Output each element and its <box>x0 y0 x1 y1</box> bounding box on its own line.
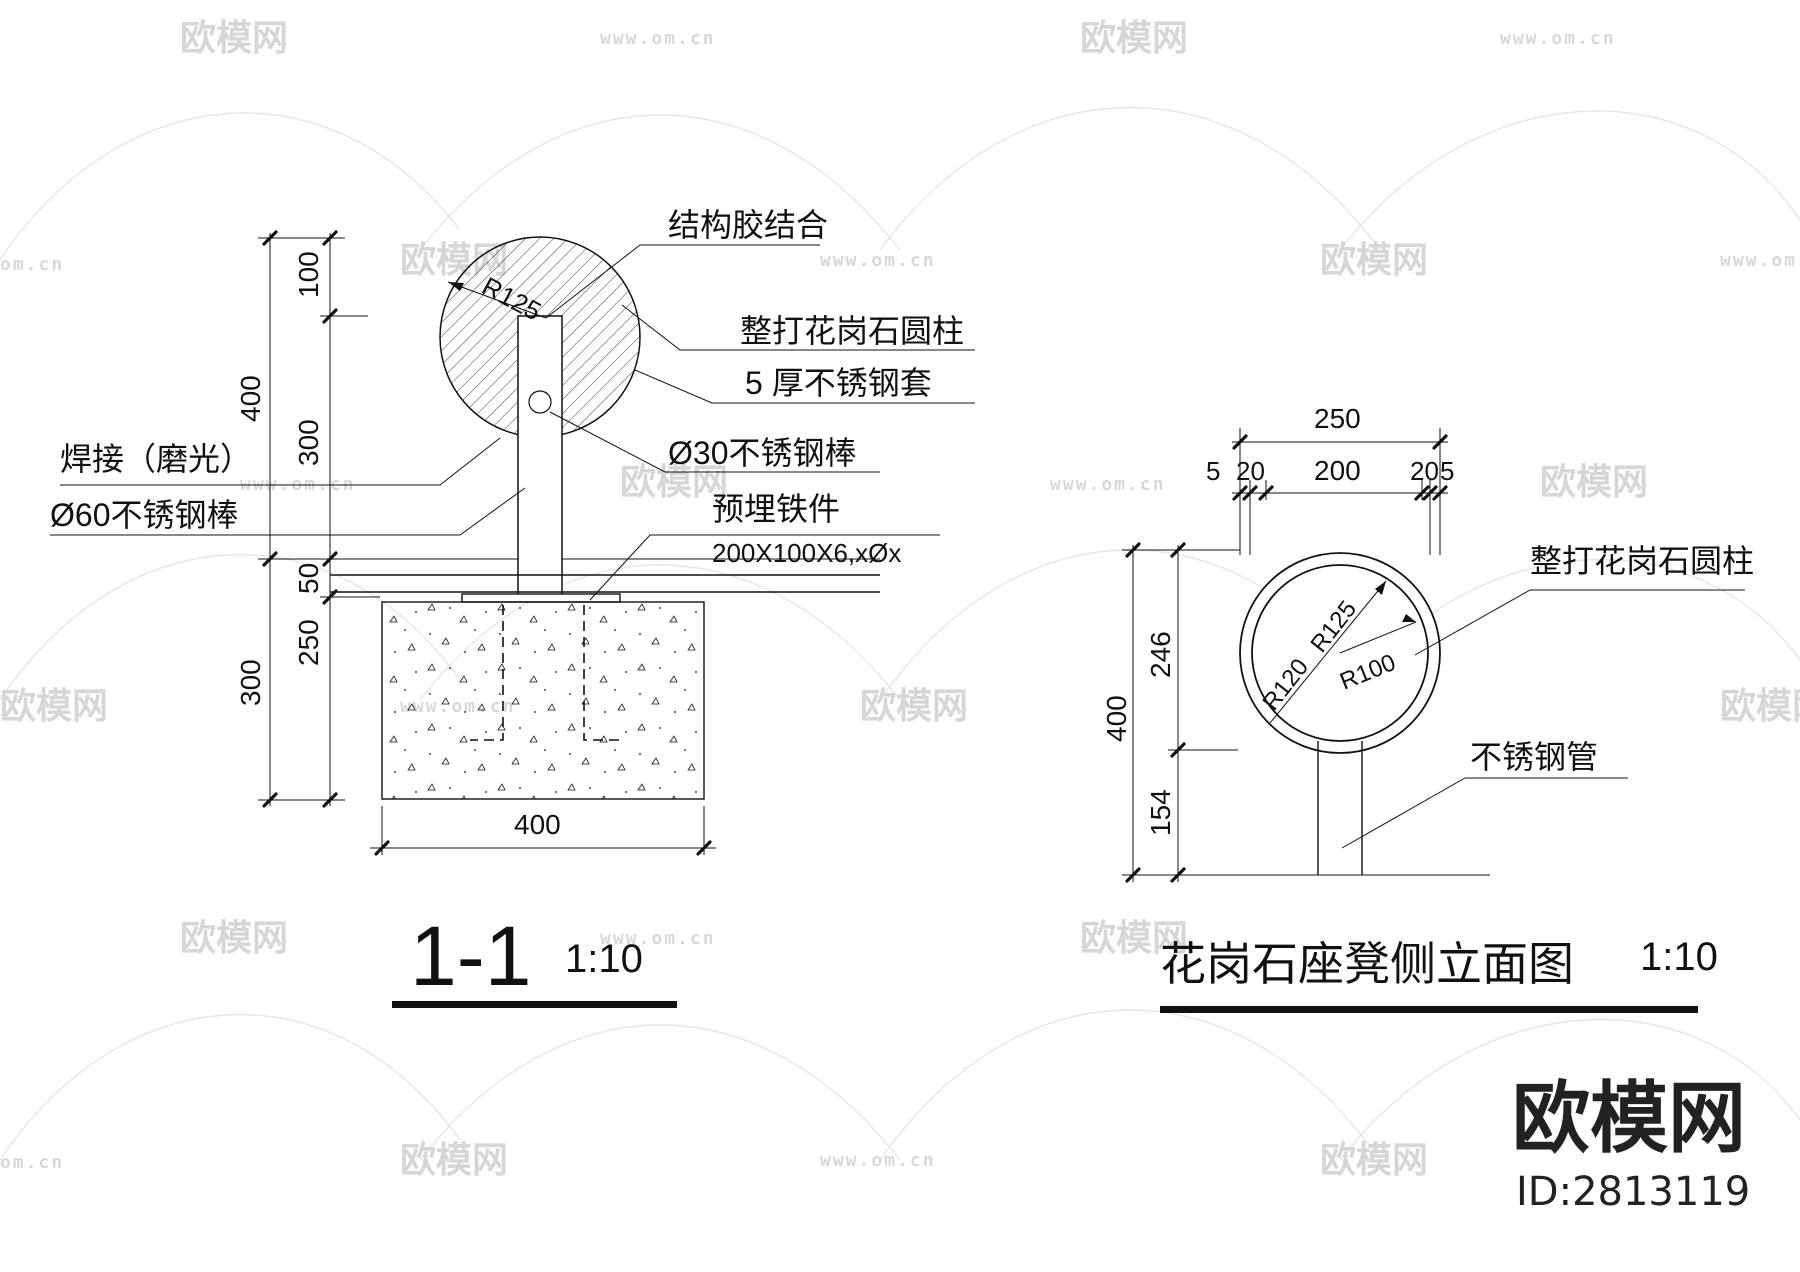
title-underline <box>392 1001 677 1008</box>
dim-50: 50 <box>293 563 324 594</box>
steel-rod-60 <box>517 315 563 601</box>
dim-300-base: 300 <box>235 659 266 706</box>
watermark-text: 欧模网 <box>1720 686 1800 727</box>
dim-5-left: 5 <box>1206 456 1220 486</box>
dim-20-left: 20 <box>1236 456 1265 486</box>
section-scale: 1:10 <box>565 937 643 981</box>
concrete-footing <box>381 601 705 800</box>
section-title: 1-1 <box>410 909 531 1003</box>
dim-400-height: 400 <box>1101 695 1132 742</box>
watermark-url: www.om.cn <box>1500 28 1616 49</box>
elevation-title: 花岗石座凳侧立面图 <box>1160 938 1574 990</box>
dim-300: 300 <box>293 419 324 466</box>
watermark-text: 欧模网 <box>860 686 968 727</box>
steel-rod-30-section <box>528 390 552 414</box>
elevation-title-underline <box>1160 1006 1698 1013</box>
dim-20-right: 20 <box>1410 456 1439 486</box>
leader-steel-pipe <box>1341 777 1628 849</box>
brand-logo-text: 欧模网 <box>1512 1074 1747 1164</box>
watermark-text: 欧模网 <box>180 918 288 959</box>
elevation-scale: 1:10 <box>1640 935 1718 979</box>
anchor-bar-left <box>470 605 504 741</box>
watermark-text: 欧模网 <box>1320 1140 1428 1181</box>
leader-rod30 <box>549 411 880 473</box>
watermark-text: 欧模网 <box>1080 918 1188 959</box>
watermark-text: 欧模网 <box>0 686 108 727</box>
dim-200: 200 <box>1314 455 1361 486</box>
watermark-url: www.om.cn <box>1050 474 1166 495</box>
watermark-text: 欧模网 <box>180 18 288 59</box>
dim-154: 154 <box>1145 789 1176 836</box>
dim-5-right: 5 <box>1440 456 1454 486</box>
watermark-url: www.om.cn <box>820 1150 936 1171</box>
label-weld: 焊接（磨光） <box>60 441 252 477</box>
dim-250: 250 <box>293 619 324 666</box>
leader-granite <box>621 304 975 351</box>
dim-100: 100 <box>293 251 324 298</box>
section-1-1: 100 300 400 50 250 300 R125 400 结构 <box>50 207 975 1008</box>
side-elevation: 250 5 20 200 20 5 400 246 154 R120 R125 … <box>1101 403 1754 1013</box>
watermark-text: 欧模网 <box>1080 18 1188 59</box>
dim-400-width: 400 <box>514 809 561 840</box>
anchor-bar-right <box>583 605 622 741</box>
leader-adhesive <box>545 244 820 319</box>
dim-400: 400 <box>235 375 266 422</box>
label-adhesive: 结构胶结合 <box>668 207 828 243</box>
watermark-text: 欧模网 <box>1540 462 1648 503</box>
watermark-text: 欧模网 <box>1320 240 1428 281</box>
granite-column-inner <box>1251 564 1429 742</box>
watermark-url: www.om.cn <box>1720 250 1800 271</box>
leader-weld <box>60 437 501 486</box>
dim-250-top: 250 <box>1314 403 1361 434</box>
leader-sleeve <box>634 369 975 404</box>
watermark-url: www.om.cn <box>600 28 716 49</box>
label-steel-sleeve: 5 厚不锈钢套 <box>745 365 932 401</box>
leader-rod60 <box>50 487 526 536</box>
label-rod-60: Ø60不锈钢棒 <box>50 497 239 533</box>
watermark-url: om.cn <box>0 254 64 275</box>
label-granite-column: 整打花岗石圆柱 <box>740 313 964 349</box>
label-embedded: 预埋铁件 <box>712 491 840 527</box>
dim-246: 246 <box>1145 631 1176 678</box>
embedded-plate <box>461 593 621 603</box>
leader-granite-side <box>1414 589 1745 656</box>
label-embedded-spec: 200X100X6,xØx <box>712 538 901 568</box>
label-rod-30: Ø30不锈钢棒 <box>668 435 857 471</box>
watermark-text: 欧模网 <box>620 462 728 503</box>
brand-id: ID:2813119 <box>1516 1169 1751 1215</box>
label-granite-column-side: 整打花岗石圆柱 <box>1530 543 1754 579</box>
leader-embedded <box>589 534 940 601</box>
watermark-text: 欧模网 <box>400 1140 508 1181</box>
watermark-url: www.om.cn <box>600 928 716 949</box>
watermark-url: www.om.cn <box>820 250 936 271</box>
watermark-url: om.cn <box>0 1152 64 1173</box>
label-steel-pipe: 不锈钢管 <box>1470 739 1598 775</box>
